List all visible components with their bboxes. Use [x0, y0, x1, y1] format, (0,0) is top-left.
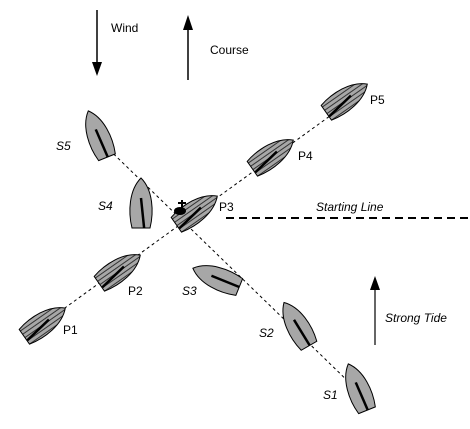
starboard-boat-1	[345, 363, 376, 415]
label-s1: S1	[323, 388, 338, 402]
label-s5: S5	[56, 139, 71, 153]
starboard-boat-3-hull	[192, 265, 244, 296]
label-p2: P2	[128, 284, 143, 298]
starboard-boat-3	[192, 265, 244, 296]
starboard-track-line	[91, 132, 356, 389]
mark-buoy	[174, 200, 186, 215]
starting-line-label: Starting Line	[316, 200, 384, 214]
label-p5: P5	[370, 93, 385, 107]
port-boat-2-boom	[101, 265, 125, 289]
wind-label: Wind	[111, 21, 138, 35]
strong-tide-arrow	[370, 276, 380, 345]
label-s4: S4	[98, 199, 113, 213]
course-arrow	[183, 15, 193, 80]
starboard-boat-2	[282, 301, 318, 351]
label-s3: S3	[182, 284, 197, 298]
label-p3: P3	[219, 200, 234, 214]
label-p4: P4	[298, 149, 313, 163]
port-boat-2	[93, 254, 141, 292]
starboard-boat-5	[85, 110, 116, 162]
port-boat-4	[246, 139, 294, 177]
starboard-boat-4-boom	[139, 197, 146, 228]
port-boat-3-boom	[178, 206, 202, 230]
starboard-boat-5-boom	[94, 128, 109, 158]
starboard-boat-4	[129, 177, 153, 229]
port-boat-5-boom	[328, 94, 352, 118]
port-boat-3	[170, 195, 218, 233]
label-p1: P1	[63, 323, 78, 337]
label-s2: S2	[259, 326, 274, 340]
starboard-boat-1-boom	[354, 381, 369, 411]
port-boat-1-boom	[26, 318, 50, 342]
starboard-boat-3-boom	[210, 274, 240, 289]
strong-tide-label: Strong Tide	[385, 311, 447, 325]
port-boat-5	[320, 83, 368, 121]
starboard-boat-2-boom	[292, 319, 311, 347]
port-boat-1	[18, 307, 66, 345]
wind-arrow	[92, 10, 102, 76]
course-label: Course	[210, 43, 249, 57]
port-boat-4-boom	[254, 150, 278, 174]
